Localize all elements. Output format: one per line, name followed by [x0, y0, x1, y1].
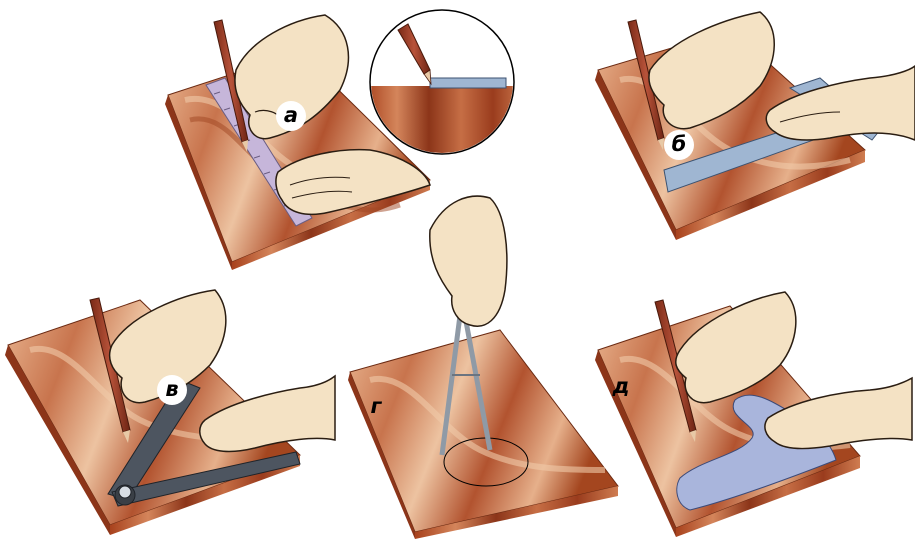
figure-g-label: г	[361, 392, 391, 422]
figure-v-label: в	[157, 375, 187, 405]
figure-d-label: д	[606, 372, 636, 402]
figure-b-label: б	[664, 130, 694, 160]
figure-a-label: а	[276, 101, 306, 131]
